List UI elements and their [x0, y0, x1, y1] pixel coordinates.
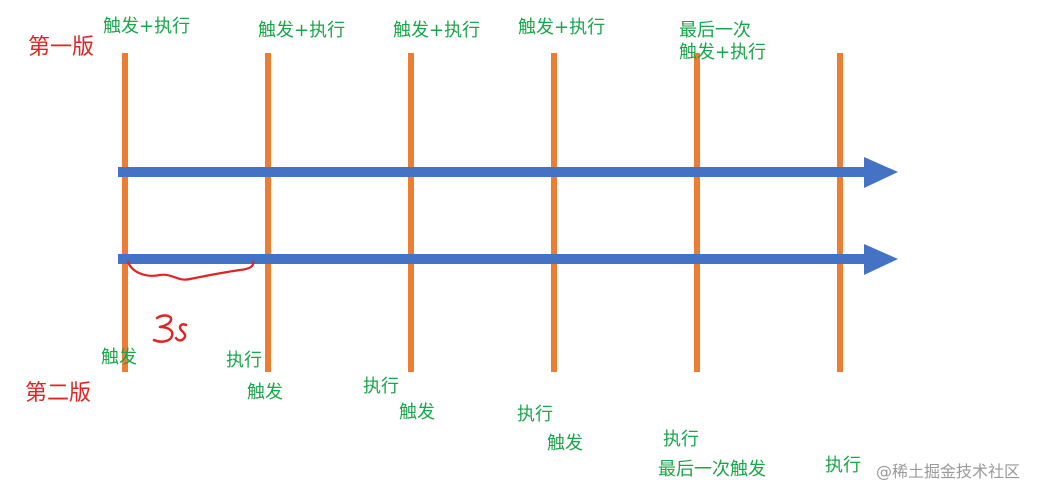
- v2-m3-trigger: 触发: [399, 402, 435, 423]
- v2-m3-exec: 执行: [363, 376, 399, 397]
- timeline-arrow-1-shaft: [118, 167, 870, 177]
- marker-line-5: [694, 53, 700, 372]
- v1-label-4: 触发+执行: [518, 17, 606, 38]
- v1-label-1: 触发+执行: [103, 16, 191, 37]
- v2-m4-exec: 执行: [517, 404, 553, 425]
- version-label-1: 第一版: [28, 35, 95, 60]
- v2-m4-trigger: 触发: [547, 433, 583, 454]
- v1-label-5-last: 最后一次 触发+执行: [679, 20, 767, 63]
- v2-first-trigger: 触发: [101, 347, 137, 368]
- marker-line-1: [122, 53, 128, 372]
- annotation-3s-text: 3s: [156, 314, 179, 338]
- timeline-arrow-2-shaft: [118, 254, 870, 264]
- version-label-2: 第二版: [25, 381, 92, 406]
- handwritten-3s: [152, 314, 188, 343]
- v2-m2-trigger: 触发: [247, 382, 283, 403]
- marker-line-6: [837, 53, 843, 372]
- v1-label-2: 触发+执行: [258, 20, 346, 41]
- marker-line-4: [551, 53, 557, 372]
- watermark: @稀土掘金技术社区: [876, 462, 1021, 481]
- marker-line-2: [265, 53, 271, 372]
- v2-m2-exec: 执行: [226, 350, 262, 371]
- handwritten-brace: [126, 260, 255, 281]
- marker-line-3: [408, 53, 414, 372]
- v2-m5-last-trigger: 最后一次触发: [658, 459, 766, 480]
- v1-label-3: 触发+执行: [393, 20, 481, 41]
- timeline-arrow-2-head: [864, 244, 898, 275]
- timeline-arrow-1-head: [864, 157, 898, 188]
- v2-m5-exec: 执行: [663, 429, 699, 450]
- v2-m6-exec: 执行: [825, 455, 861, 476]
